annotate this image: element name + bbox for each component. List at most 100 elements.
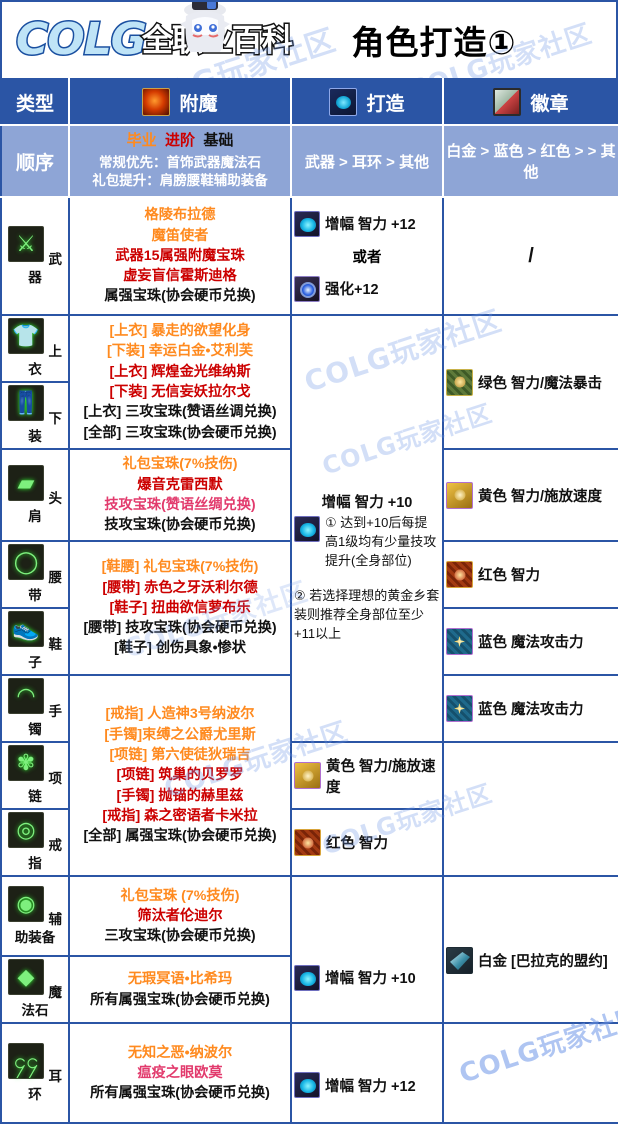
col-header-enchant-label: 附魔 bbox=[179, 93, 218, 115]
badge-text: 绿色 智力/魔法暴击 bbox=[478, 375, 603, 392]
badge-text: 红色 智力 bbox=[326, 836, 389, 852]
badge-belt: 红色 智力 bbox=[442, 540, 618, 609]
enchant-line: 武器15属强附魔宝珠 bbox=[115, 247, 245, 264]
enchant-line: 所有属强宝珠(协会硬币兑换) bbox=[90, 991, 270, 1008]
slot-earring: ၄၄ 耳环 bbox=[0, 1022, 70, 1124]
forge-or-text: 或者 bbox=[352, 249, 382, 266]
blue-badge-icon bbox=[446, 695, 473, 722]
slot-ring: ◎ 戒指 bbox=[0, 808, 70, 877]
enchant-line: [下装] 无信妄妖拉尔戈 bbox=[109, 384, 251, 400]
forge-note-1: ① 达到+10后每提高1级均有少量技攻提升(全身部位) bbox=[325, 515, 437, 569]
badge-weapon: / bbox=[442, 196, 618, 316]
slot-label: 头肩 bbox=[28, 490, 62, 524]
slot-belt: ◯ 腰带 bbox=[0, 540, 70, 609]
top-icon: 👕 bbox=[8, 318, 45, 354]
order-note-1: 常规优先：首饰武器魔法石 bbox=[99, 154, 261, 170]
slot-necklace: ✾ 项链 bbox=[0, 741, 70, 810]
enchant-line: 三攻宝珠(协会硬币兑换) bbox=[104, 928, 256, 945]
mascot-avatar-icon bbox=[180, 2, 230, 52]
enchant-line: [全部] 三攻宝珠(协会硬币兑换) bbox=[83, 424, 277, 441]
enchant-armor: [上衣] 暴走的欲望化身 [下装] 幸运白金•艾利芙 [上衣] 辉煌金光维纳斯 … bbox=[68, 314, 292, 450]
forge-amp-text: 增幅 智力 +12 bbox=[325, 217, 416, 233]
enchant-line: [鞋子] 扭曲欲信萝布乐 bbox=[109, 599, 251, 616]
platinum-badge-icon bbox=[446, 947, 473, 974]
enchant-line: [戒指] 森之密语者卡米拉 bbox=[102, 807, 258, 824]
order-label-cell: 顺序 bbox=[0, 124, 70, 198]
forge-support: 增幅 智力 +10 bbox=[290, 875, 444, 1024]
badge-none-slash: / bbox=[528, 244, 534, 267]
enchant-line: 虚妄盲信霍斯迪格 bbox=[123, 268, 237, 285]
badge-text: 蓝色 魔法攻击力 bbox=[478, 635, 584, 651]
bottom-icon: 👖 bbox=[8, 385, 45, 421]
tier-advanced: 进阶 bbox=[164, 131, 195, 149]
necklace-icon: ✾ bbox=[8, 745, 45, 781]
enchant-line: 格陵布拉德 bbox=[144, 207, 216, 224]
badge-text: 红色 智力 bbox=[478, 568, 541, 584]
table-row: ◉ 辅助装备 礼包宝珠 (7%技伤) 筛汰者伦迪尔 三攻宝珠(协会硬币兑换) 增… bbox=[0, 875, 618, 1024]
slot-label: 项链 bbox=[28, 771, 62, 804]
weapon-icon: ⚔ bbox=[8, 225, 45, 262]
table-row: ◠ 手镯 [戒指] 人造神3号纳波尔 [手镯]束缚之公爵尤里斯 [项链] 第六使… bbox=[0, 674, 618, 877]
enchant-icon bbox=[142, 88, 171, 116]
enchant-line: [腰带] 技攻宝珠(协会硬币兑换) bbox=[83, 620, 277, 637]
slot-shoes: 👟 鞋子 bbox=[0, 607, 70, 676]
enchant-magicstone: 无瑕冥语•比希玛 所有属强宝珠(协会硬币兑换) bbox=[68, 955, 292, 1024]
yellow-badge-icon bbox=[294, 762, 321, 789]
page-banner: COLG玩家社区 COLG玩家社区 COLG 全职业百科 角色打造① bbox=[0, 0, 618, 78]
badge-text: 黄色 智力/施放速度 bbox=[478, 488, 603, 505]
table-row: ▰ 头肩 礼包宝珠(7%技伤) 爆音克雷西默 技攻宝珠(赞语丝绸兑换) 技攻宝珠… bbox=[0, 448, 618, 542]
enchant-line: 礼包宝珠 (7%技伤) bbox=[120, 887, 240, 904]
enchant-shoulder: 礼包宝珠(7%技伤) 爆音克雷西默 技攻宝珠(赞语丝绸兑换) 技攻宝珠(协会硬币… bbox=[68, 448, 292, 542]
enchant-line: [下装] 幸运白金•艾利芙 bbox=[106, 343, 254, 360]
col-header-badge: 徽章 bbox=[442, 78, 618, 126]
table-header-row: 类型 附魔 打造 徽章 bbox=[0, 78, 618, 126]
slot-label: 鞋子 bbox=[28, 637, 62, 670]
green-badge-icon bbox=[446, 368, 473, 396]
table-row: 👕 上衣 [上衣] 暴走的欲望化身 [下装] 幸运白金•艾利芙 [上衣] 辉煌金… bbox=[0, 314, 618, 743]
enchant-line: 礼包宝珠(7%技伤) bbox=[122, 456, 238, 473]
enchant-line: [项链] 筑巢的贝罗罗 bbox=[116, 767, 244, 784]
enchant-line: 无知之恶•纳波尔 bbox=[127, 1044, 233, 1061]
enchant-line: 技攻宝珠(协会硬币兑换) bbox=[104, 517, 256, 534]
badge-earring-empty bbox=[442, 1022, 618, 1124]
enchant-line: [上衣] 暴走的欲望化身 bbox=[109, 323, 251, 340]
forge-weapon: 增幅 智力 +12 或者 强化+12 bbox=[290, 196, 444, 316]
forge-icon bbox=[329, 88, 358, 116]
badge-text: 黄色 智力/施放速度 bbox=[326, 758, 436, 796]
order-note-2: 礼包提升：肩膀腰鞋辅助装备 bbox=[92, 172, 268, 188]
forge-earring: 增幅 智力 +12 bbox=[290, 1022, 444, 1124]
slot-label: 辅助装备 bbox=[14, 911, 62, 945]
forge-note-2: ② 若选择理想的黄金乡套装则推荐全身部位至少+11以上 bbox=[294, 588, 440, 641]
reinforce-icon bbox=[294, 275, 320, 302]
enchant-line: 所有属强宝珠(协会硬币兑换) bbox=[90, 1085, 270, 1102]
red-badge-icon bbox=[446, 561, 473, 588]
enchant-belt-shoes: [鞋腰] 礼包宝珠(7%技伤) [腰带] 赤色之牙沃利尔德 [鞋子] 扭曲欲信萝… bbox=[68, 540, 292, 676]
col-header-forge: 打造 bbox=[290, 78, 444, 126]
slot-label: 上衣 bbox=[28, 344, 62, 377]
badge-text: 白金 [巴拉克的盟约] bbox=[478, 954, 608, 970]
badge-support: 白金 [巴拉克的盟约] bbox=[442, 875, 618, 1024]
enchant-line: [戒指] 人造神3号纳波尔 bbox=[105, 706, 255, 723]
belt-icon: ◯ bbox=[8, 544, 45, 580]
badge-shoulder: 黄色 智力/施放速度 bbox=[442, 448, 618, 542]
slot-bottom: 👖 下装 bbox=[0, 381, 70, 450]
enchant-line: 爆音克雷西默 bbox=[137, 476, 223, 493]
enchant-line: [鞋腰] 礼包宝珠(7%技伤) bbox=[101, 559, 259, 576]
badge-bracelet: 蓝色 魔法攻击力 bbox=[442, 674, 618, 743]
slot-support: ◉ 辅助装备 bbox=[0, 875, 70, 957]
tier-graduate: 毕业 bbox=[126, 131, 157, 149]
order-label: 顺序 bbox=[15, 152, 54, 174]
amplify-icon bbox=[294, 1072, 320, 1098]
shoes-icon: 👟 bbox=[8, 611, 45, 647]
table-row: ⚔ 武器 格陵布拉德 魔笛使者 武器15属强附魔宝珠 虚妄盲信霍斯迪格 属强宝珠… bbox=[0, 196, 618, 316]
enchant-line: [手镯] 抛锚的赫里兹 bbox=[116, 787, 244, 804]
order-enchant-cell: 毕业 进阶 基础 常规优先：首饰武器魔法石 礼包提升：肩膀腰鞋辅助装备 bbox=[68, 124, 292, 198]
enchant-line: [上衣] 三攻宝珠(赞语丝调兑换) bbox=[83, 404, 277, 421]
build-table: 类型 附魔 打造 徽章 顺序 毕业 bbox=[0, 78, 618, 1124]
order-forge-cell: 武器 > 耳环 > 其他 bbox=[290, 124, 444, 198]
enchant-line: 属强宝珠(协会硬币兑换) bbox=[104, 288, 256, 305]
col-header-type-label: 类型 bbox=[15, 93, 54, 115]
enchant-line: [全部] 属强宝珠(协会硬币兑换) bbox=[83, 828, 277, 845]
enchant-line: [项链] 第六使徒狄瑞吉 bbox=[109, 747, 251, 764]
support-icon: ◉ bbox=[8, 885, 45, 922]
